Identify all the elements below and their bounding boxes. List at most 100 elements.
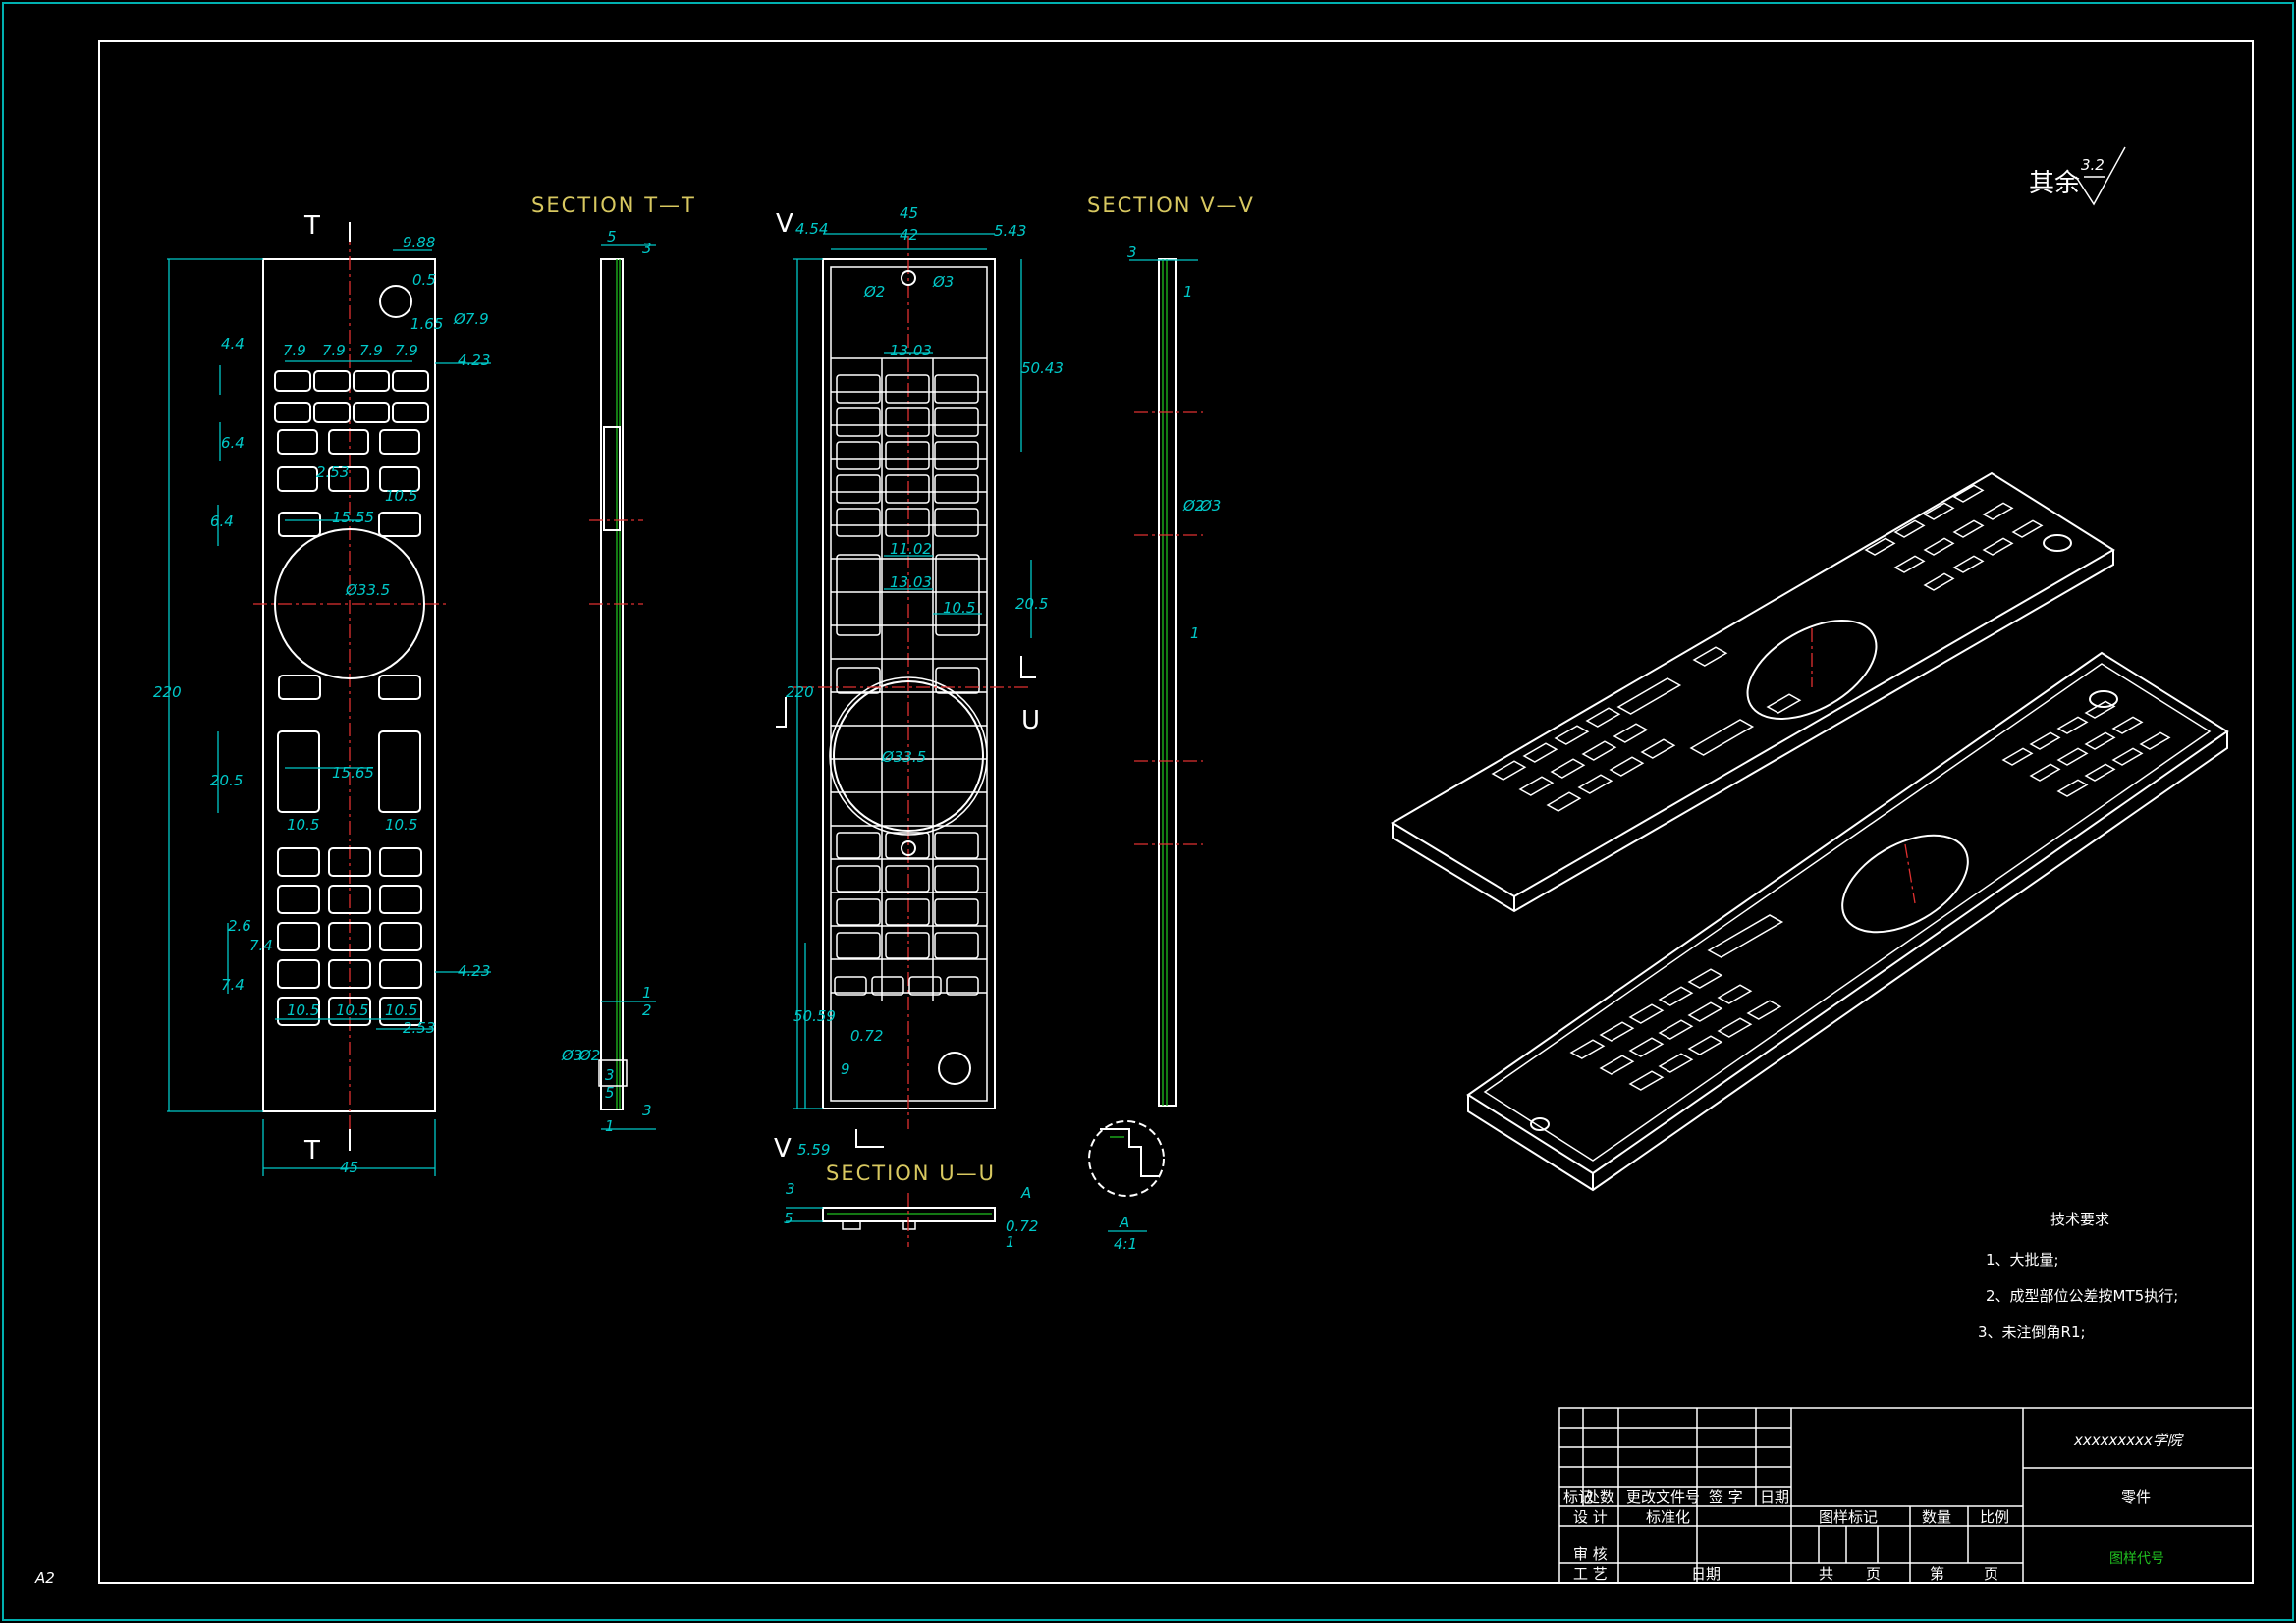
dim-top-d8b: 6.4	[210, 513, 234, 530]
grid-cell	[935, 554, 980, 636]
iso-cell	[1599, 1021, 1635, 1042]
key-outline	[379, 466, 420, 492]
iso-cell	[1658, 1053, 1694, 1073]
dim-in-h: 50.43	[1021, 359, 1064, 377]
iso-key	[1577, 774, 1613, 794]
iso-cell	[1569, 1039, 1606, 1059]
grid-cell	[836, 932, 881, 959]
grid-cell	[885, 374, 930, 404]
grid-cell	[946, 976, 979, 996]
detail-a: A 4:1	[1088, 1120, 1165, 1253]
detail-letter: A	[1119, 1214, 1129, 1231]
section-v-profile	[1158, 258, 1177, 1107]
iso-cell	[1687, 1035, 1723, 1055]
section-v-title: SECTION V—V	[1087, 193, 1255, 217]
dim-top-d13: 220	[153, 683, 182, 701]
dim-top-d11: 15.55	[332, 509, 374, 526]
grid-cell	[908, 976, 942, 996]
key-outline	[328, 959, 371, 989]
dim-top-d6c: 7.9	[359, 342, 383, 359]
drawing-frame	[98, 40, 2254, 1584]
cut-label-t-bottom: T	[303, 1136, 320, 1165]
key-outline	[277, 429, 318, 455]
iso-key	[1689, 719, 1755, 756]
dim-top-d3: 1.65	[410, 315, 443, 333]
key-outline	[379, 997, 422, 1026]
dim-sec-t-g: 3	[605, 1066, 615, 1084]
dim-top-d12: Ø33.5	[345, 581, 390, 599]
iso-key	[1609, 756, 1645, 777]
dim-sec-t-j: 1	[605, 1117, 615, 1135]
iso-cell	[2084, 763, 2116, 782]
dim-top-d17a: 7.4	[249, 937, 273, 954]
tb-header-date: 日期	[1760, 1488, 1789, 1506]
tb-row-design: 设 计	[1573, 1508, 1608, 1526]
dim-top-d16: 2.6	[228, 917, 251, 935]
grid-cell	[885, 932, 930, 959]
grid-cell	[836, 554, 881, 636]
dim-in-l: 50.59	[793, 1007, 836, 1025]
key-outline	[328, 429, 369, 455]
dim-top-d6a: 7.9	[283, 342, 306, 359]
dim-top-d4: Ø7.9	[453, 310, 489, 328]
grid-cell	[885, 865, 930, 893]
iso-key	[1923, 572, 1955, 591]
dim-top-d6b: 7.9	[322, 342, 346, 359]
tb-bottom-page1: 页	[1866, 1565, 1881, 1583]
section-t-title: SECTION T—T	[531, 193, 696, 217]
key-outline	[313, 370, 351, 392]
iso-cell	[2056, 747, 2089, 766]
iso-cell	[1687, 1001, 1723, 1022]
grid-cell	[836, 407, 881, 437]
grid-cell	[836, 667, 881, 694]
tb-row-standard: 标准化	[1646, 1508, 1690, 1526]
key-outline	[392, 402, 429, 423]
dim-top-d5: 4.4	[221, 335, 245, 352]
section-v-v: SECTION V—V 3 1 Ø2 Ø3 1	[1087, 193, 1255, 1107]
dim-top-d15: 15.65	[332, 764, 374, 782]
iso-cell	[1746, 1000, 1782, 1020]
dim-in-d: 5.43	[994, 222, 1026, 240]
grid-cell	[934, 407, 979, 437]
iso-cell	[1658, 1019, 1694, 1040]
dim-in-j: 20.5	[1015, 595, 1048, 613]
dim-sec-t-c: 1	[642, 984, 652, 1001]
section-u-u: SECTION U—U 3 5 0.72 1 A	[784, 1162, 1038, 1251]
dim-in-e: Ø3	[932, 273, 954, 291]
dim-top-d10b: 10.5	[287, 816, 319, 834]
grid-cell	[871, 976, 904, 996]
iso-key	[1491, 760, 1527, 781]
dim-in-c: 42	[900, 226, 918, 243]
iso-cell	[2111, 747, 2144, 766]
key-outline	[277, 997, 320, 1026]
dim-sec-t-d: 2	[642, 1001, 652, 1019]
dim-top-d18: 45	[340, 1159, 358, 1176]
grid-cell	[885, 407, 930, 437]
dim-sec-v-c: Ø2	[1182, 497, 1204, 514]
tech-req-item-3: 3、未注倒角R1;	[1978, 1324, 2086, 1341]
iso-key	[1766, 693, 1802, 714]
iso-key	[1640, 738, 1676, 759]
cut-label-v-top: V	[776, 209, 793, 239]
grid-cell	[885, 441, 930, 470]
tb-row-process: 工 艺	[1573, 1565, 1608, 1583]
dim-top-d7: 4.23	[458, 352, 490, 369]
dim-in-b: 45	[900, 204, 918, 222]
roughness-symbol: 其余 3.2	[2029, 146, 2126, 206]
tb-row-review: 审 核	[1573, 1545, 1608, 1563]
dim-sec-t-b: 3	[642, 240, 652, 257]
iso-cell	[1628, 1003, 1665, 1024]
tech-req-item-1: 1、大批量;	[1986, 1251, 2059, 1269]
dim-sec-u-b: 5	[784, 1210, 793, 1227]
iso-key	[1546, 791, 1582, 812]
iso-key	[1581, 740, 1617, 761]
key-outline	[353, 370, 390, 392]
grid-cell	[934, 832, 979, 859]
tb-bottom-page2: 页	[1984, 1565, 1998, 1583]
isometric-cover	[1391, 471, 2115, 913]
dim-sec-u-c: 0.72	[1006, 1217, 1038, 1235]
section-t-profile	[600, 258, 624, 1110]
dim-top-d8: 6.4	[221, 434, 245, 452]
iso-key	[1982, 537, 2014, 556]
